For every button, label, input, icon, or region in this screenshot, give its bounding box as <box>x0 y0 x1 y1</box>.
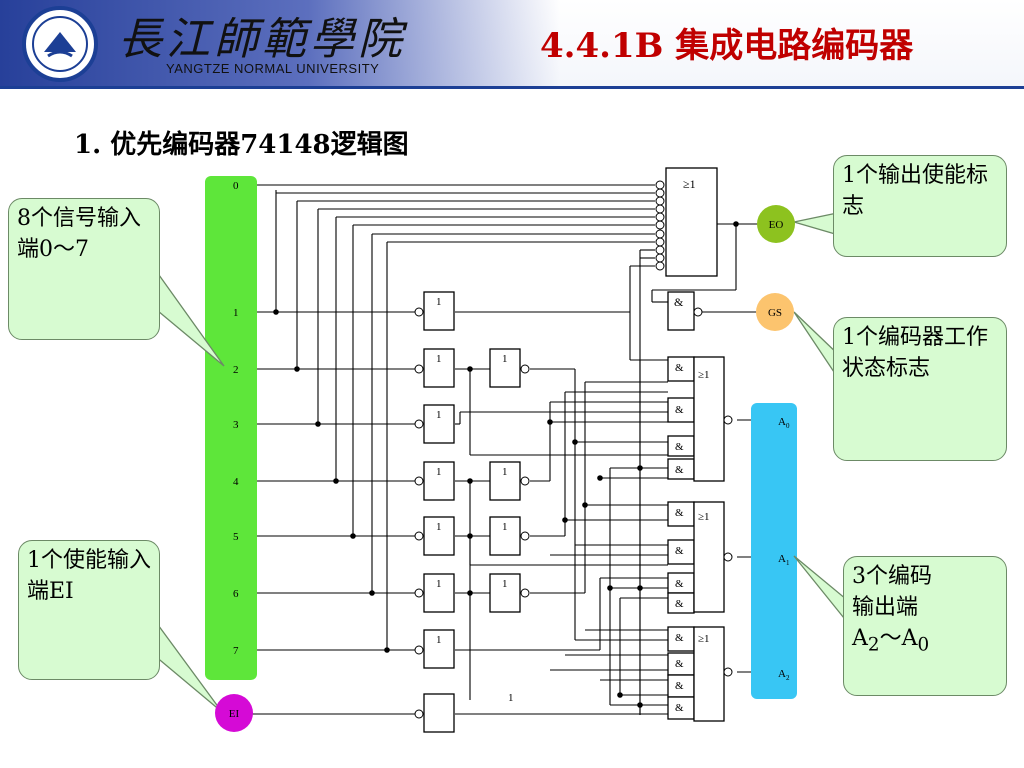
not-gate-label: 1 <box>436 634 442 646</box>
callout-enable-input: 1个使能输入端EI <box>18 540 160 680</box>
input-label-7: 7 <box>233 645 239 657</box>
input-label-1: 1 <box>233 307 239 319</box>
school-name-chinese: 長江師範學院 <box>118 14 406 65</box>
and-gate-gs-symbol: & <box>674 295 684 309</box>
slide-title: 4.4.1B 集成电路编码器 <box>540 26 914 66</box>
or-symbol: ≥1 <box>698 511 710 523</box>
not-gate-label: 1 <box>502 353 508 365</box>
not-gate-label: 1 <box>436 521 442 533</box>
or-gate-eo-symbol: ≥1 <box>683 177 696 191</box>
ei-buffer-label: 1 <box>508 692 514 704</box>
output-label-a1: A1 <box>778 553 790 567</box>
input-label-0: 0 <box>233 180 239 192</box>
callout-outputs-line1: 3个编码 <box>852 564 932 589</box>
callout-gs-flag: 1个编码器工作状态标志 <box>833 317 1007 461</box>
not-gate-label: 1 <box>436 353 442 365</box>
and-symbol: & <box>675 545 684 557</box>
ei-label: EI <box>229 708 240 720</box>
not-gate-label: 1 <box>502 466 508 478</box>
or-gate-eo <box>665 167 718 277</box>
not-gate-label: 1 <box>436 466 442 478</box>
gs-output-bubble <box>693 307 703 317</box>
or-gate-inversion-bubbles <box>655 180 665 271</box>
section-heading: 1. 优先编码器74148逻辑图 <box>74 130 409 160</box>
and-symbol: & <box>675 464 684 476</box>
not-gate-label: 1 <box>436 296 442 308</box>
output-bar <box>751 403 797 699</box>
and-symbol: & <box>675 598 684 610</box>
and-symbol: & <box>675 658 684 670</box>
callout-eo-flag: 1个输出使能标志 <box>833 155 1007 257</box>
a2-output-bubble <box>723 667 733 677</box>
and-or-block-a2 <box>667 626 725 722</box>
junction-dots <box>273 221 739 708</box>
gs-label: GS <box>768 307 782 319</box>
school-name-english: YANGTZE NORMAL UNIVERSITY <box>166 61 380 76</box>
callout-code-outputs: 3个编码 输出端 A2～A0 <box>843 556 1007 696</box>
or-symbol: ≥1 <box>698 369 710 381</box>
not-gate-label: 1 <box>436 578 442 590</box>
input-label-6: 6 <box>233 588 239 600</box>
university-logo-icon <box>22 6 98 82</box>
header-bar: 長江師範學院 YANGTZE NORMAL UNIVERSITY 4.4.1B … <box>0 0 1024 89</box>
input-bar <box>205 176 257 680</box>
and-gate-gs <box>667 291 695 331</box>
and-symbol: & <box>675 507 684 519</box>
callout-outputs-line2: 输出端 <box>852 595 919 620</box>
and-symbol: & <box>675 362 684 374</box>
output-label-a0: A0 <box>778 416 790 430</box>
eo-label: EO <box>769 219 784 231</box>
a0-output-bubble <box>723 415 733 425</box>
ei-buffer-gate <box>423 693 455 733</box>
ei-circle <box>215 694 253 732</box>
and-symbol: & <box>675 680 684 692</box>
and-symbol: & <box>675 404 684 416</box>
and-symbol: & <box>675 632 684 644</box>
a1-output-bubble <box>723 552 733 562</box>
gs-circle <box>756 293 794 331</box>
or-symbol: ≥1 <box>698 633 710 645</box>
not-gate-column-2 <box>489 348 530 613</box>
and-or-block-a1 <box>667 501 725 614</box>
input-label-5: 5 <box>233 531 239 543</box>
not-gate-label: 1 <box>502 578 508 590</box>
callout-outputs-line3: A2～A0 <box>852 626 930 656</box>
and-symbol: & <box>675 441 684 453</box>
not-gate-label: 1 <box>436 409 442 421</box>
eo-circle <box>757 205 795 243</box>
not-gate-column-1 <box>414 291 455 669</box>
ei-bubble <box>414 709 424 719</box>
and-symbol: & <box>675 702 684 714</box>
and-or-block-a0 <box>667 356 725 482</box>
input-label-3: 3 <box>233 419 239 431</box>
output-label-a2: A2 <box>778 668 790 682</box>
input-label-2: 2 <box>233 364 239 376</box>
not-gate-label: 1 <box>502 521 508 533</box>
input-label-4: 4 <box>233 476 239 488</box>
callout-signal-inputs: 8个信号输入端0～7 <box>8 198 160 340</box>
and-symbol: & <box>675 578 684 590</box>
